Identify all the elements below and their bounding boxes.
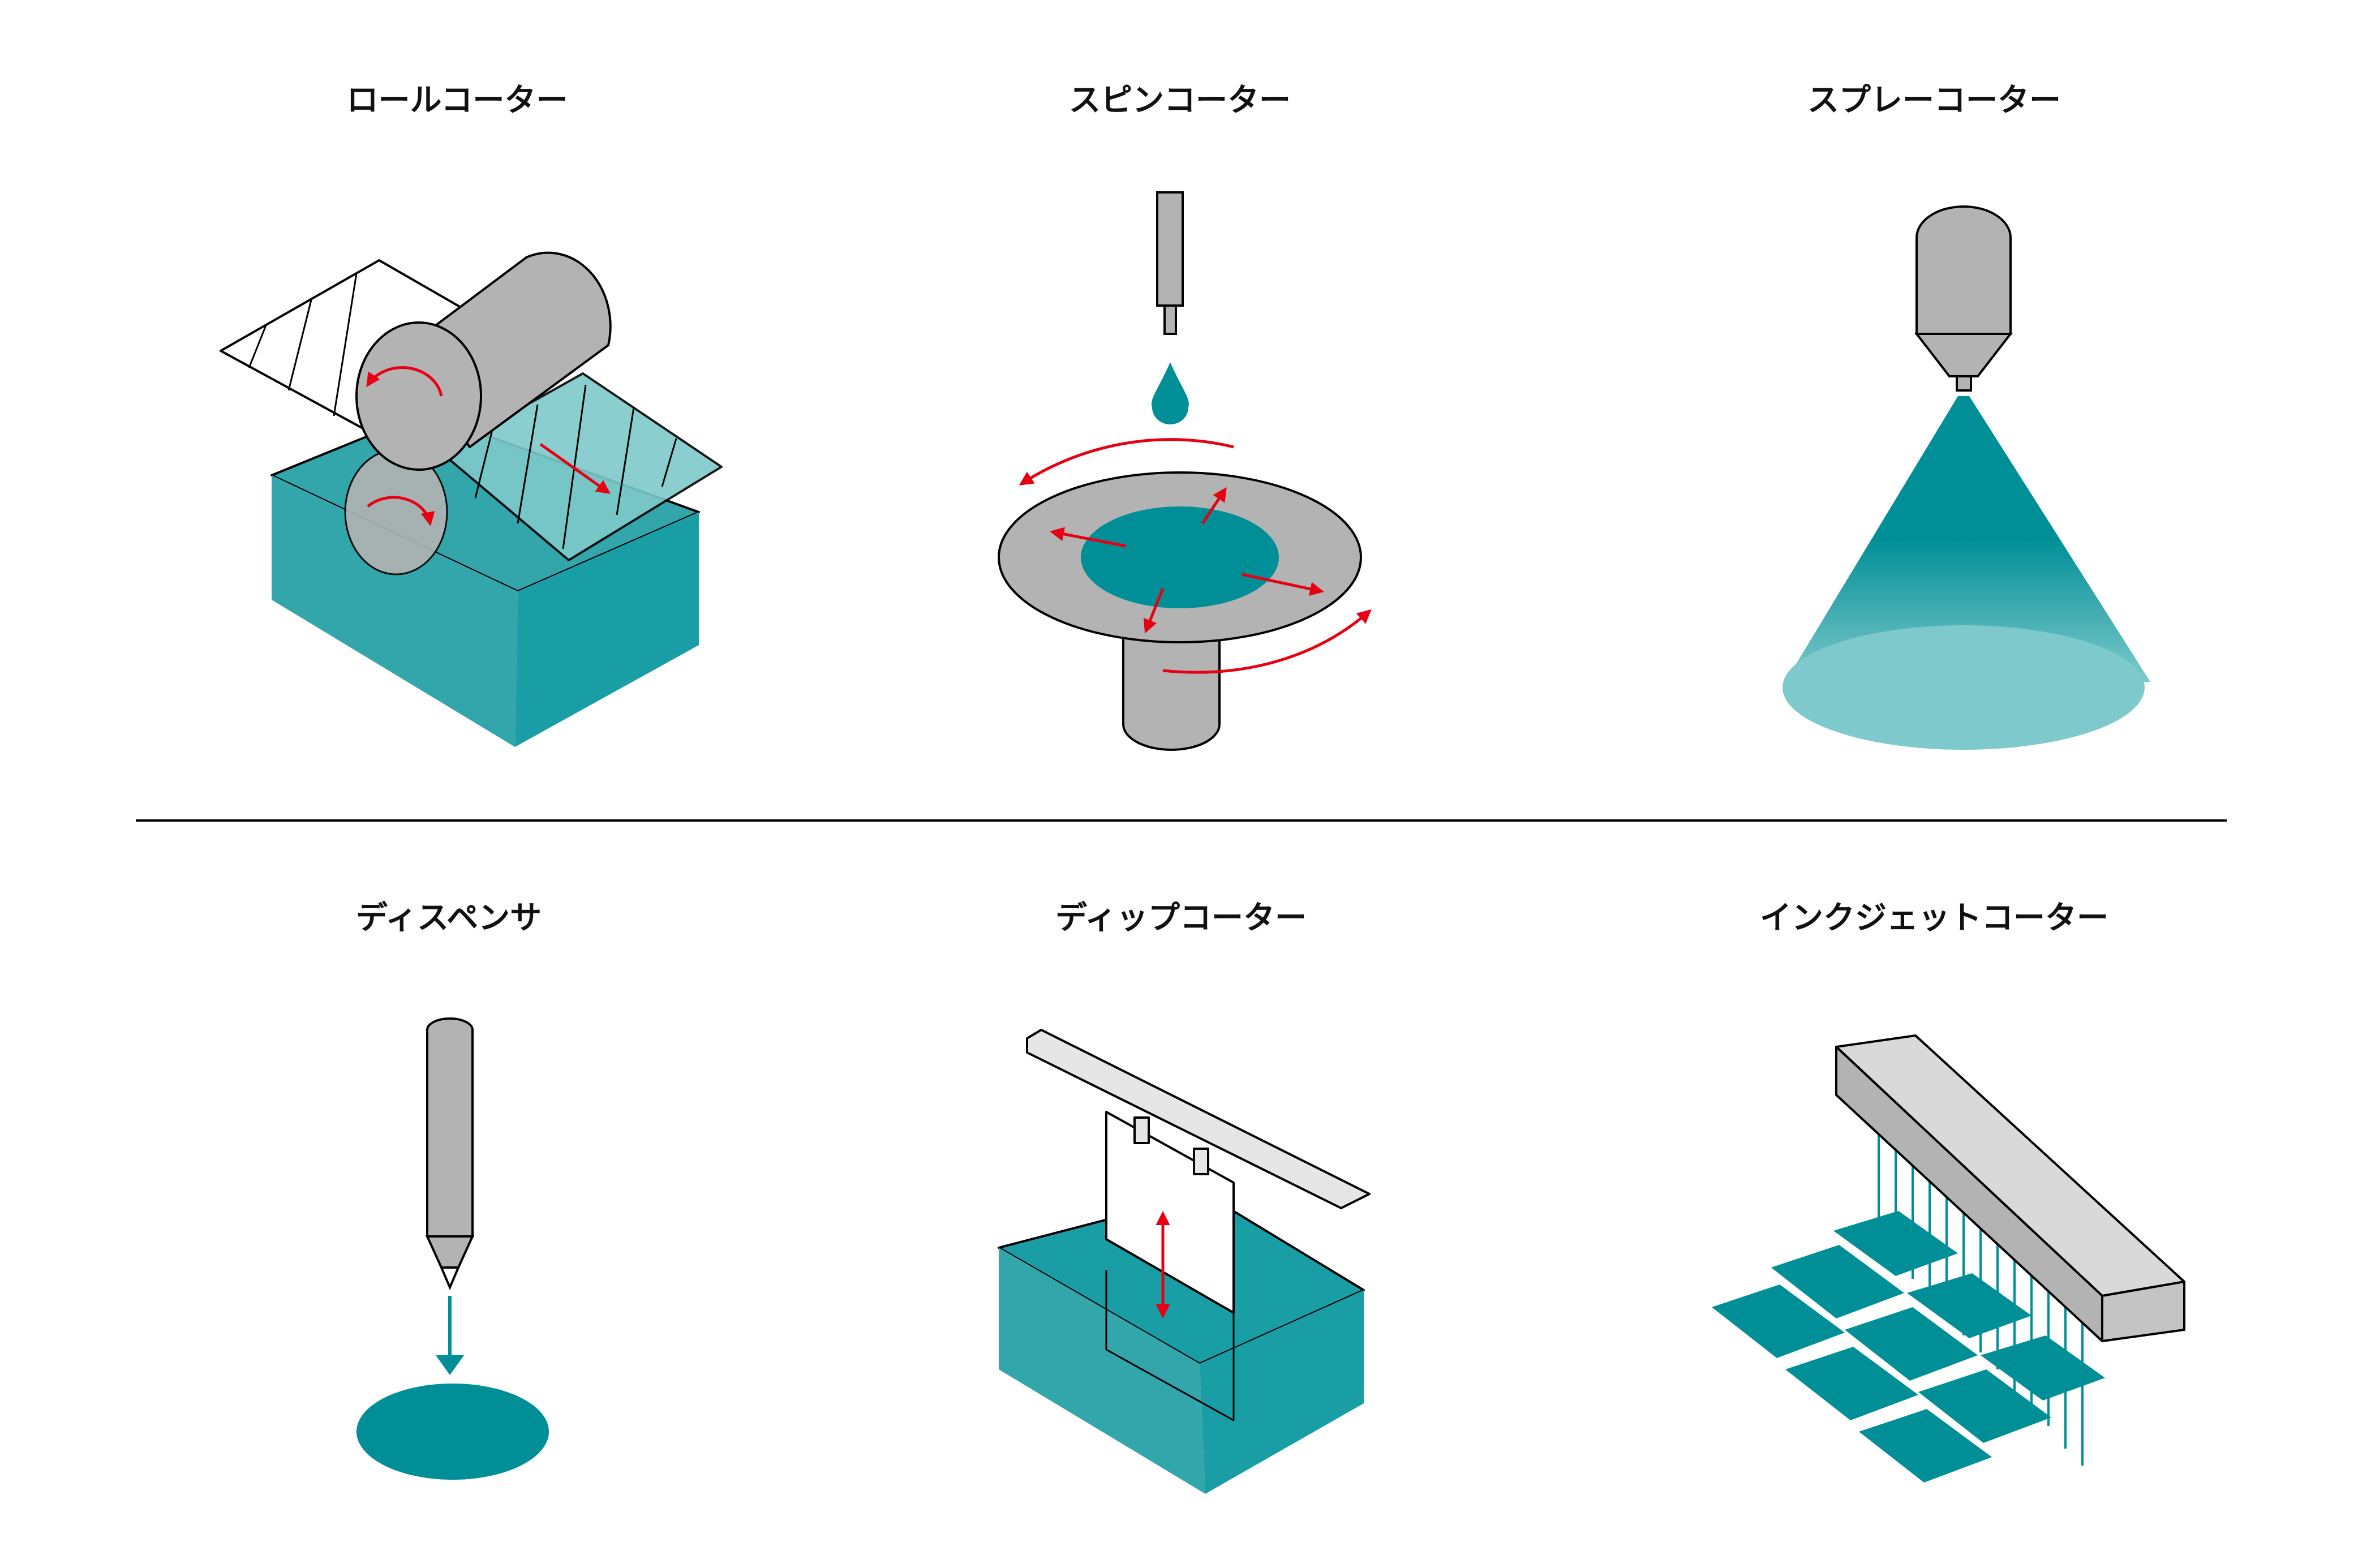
caption-spin-coater: スピンコーター [1069,82,1291,119]
dispenser-illustration [357,1017,549,1480]
spray-head [1915,205,2012,335]
dispenser-tip [425,1235,475,1269]
roll-tank-left [272,475,518,747]
spin-arrows [1019,438,1372,674]
spin-drop [1152,362,1189,424]
spin-coater-illustration [998,191,1362,751]
dispenser-flow-head [436,1355,464,1375]
dispenser-dot [357,1384,549,1480]
dip-plate [1105,1111,1235,1314]
dip-clip-2 [1193,1148,1209,1175]
spin-nozzle-tip [1163,304,1177,335]
inkjet-head-end [2101,1281,2185,1342]
caption-roll-coater: ロールコーター [346,82,568,119]
caption-dispenser: ディスペンサ [355,900,542,936]
caption-spray-coater: スプレーコーター [1807,82,2061,119]
dip-coater-illustration [998,1029,1371,1494]
dip-clip-1 [1133,1116,1150,1144]
spray-neck [1914,333,2013,377]
upper-roller-end [355,321,482,471]
spin-shaft [1122,633,1221,751]
dip-plate-submerged [1105,1270,1235,1421]
spray-tip [1956,375,1972,392]
spray-cone [1785,396,2150,682]
dispenser-barrel [426,1017,474,1238]
dispenser-needle [439,1266,461,1291]
dip-tank-right [1200,1290,1364,1494]
spin-coating [1081,506,1279,608]
spin-nozzle [1156,191,1184,307]
roll-rotation-arrows [366,366,611,526]
spray-spot [1783,625,2145,750]
inkjet-coater-illustration [1712,1034,2185,1483]
dip-tank-left [999,1248,1205,1494]
spray-coater-illustration [1783,205,2150,750]
film-back-hatch [248,273,358,416]
inkjet-tiles [1712,1211,2105,1483]
dip-hanger-bar [1026,1029,1371,1209]
roll-coater-illustration [220,251,723,747]
caption-dip-coater: ディップコーター [1055,900,1307,936]
roll-tank-right [515,512,699,747]
caption-inkjet-coater: インクジェットコーター [1760,900,2108,936]
